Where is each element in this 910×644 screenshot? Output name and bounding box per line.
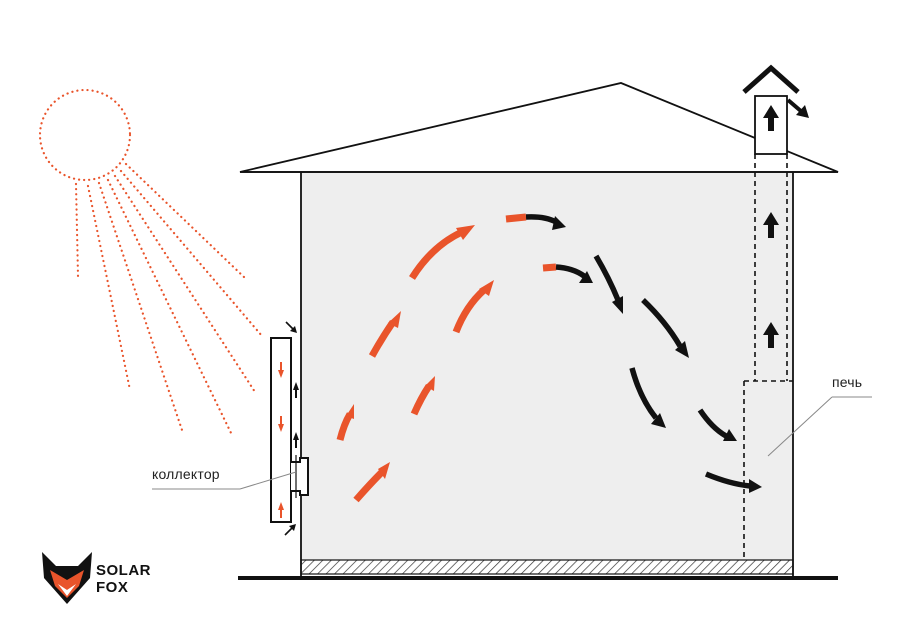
cool-arrow [704, 471, 751, 489]
warm-arrow [353, 469, 385, 503]
cool-arrow [641, 298, 683, 348]
collector [270, 321, 309, 536]
up-arrow [763, 105, 779, 131]
cool-arrow [593, 254, 621, 302]
collector-label: коллектор [152, 466, 220, 482]
roof [239, 82, 839, 173]
collector-leader-diag [239, 471, 297, 490]
up-arrow [763, 212, 779, 238]
warm-arrow [409, 228, 464, 280]
brand-logo: SOLAR FOX [96, 562, 151, 596]
cool-arrow [697, 408, 728, 439]
brand-line-1: SOLAR [96, 562, 151, 579]
stove-leader-diag [767, 396, 833, 457]
warm-air-arrowheads [346, 225, 494, 479]
floor-insulation [300, 559, 794, 575]
sun-icon [38, 88, 264, 437]
stove-label: печь [832, 374, 863, 390]
chimney-arrows [763, 98, 809, 348]
brand-line-2: FOX [96, 579, 129, 596]
cool-arrow [629, 367, 659, 420]
room-interior [301, 172, 793, 560]
warm-arrow [542, 263, 557, 272]
warm-arrow [410, 384, 432, 416]
warm-arrow [505, 213, 527, 223]
fox-logo-icon [42, 552, 92, 604]
cool-arrow [555, 264, 586, 279]
exhaust-arrow [786, 98, 809, 118]
cool-air-arrowheads [552, 216, 762, 493]
cool-air-arrows [525, 214, 751, 489]
up-arrow [763, 322, 779, 348]
warm-arrow [368, 320, 396, 358]
warm-arrow [452, 287, 487, 334]
stove [743, 380, 793, 560]
